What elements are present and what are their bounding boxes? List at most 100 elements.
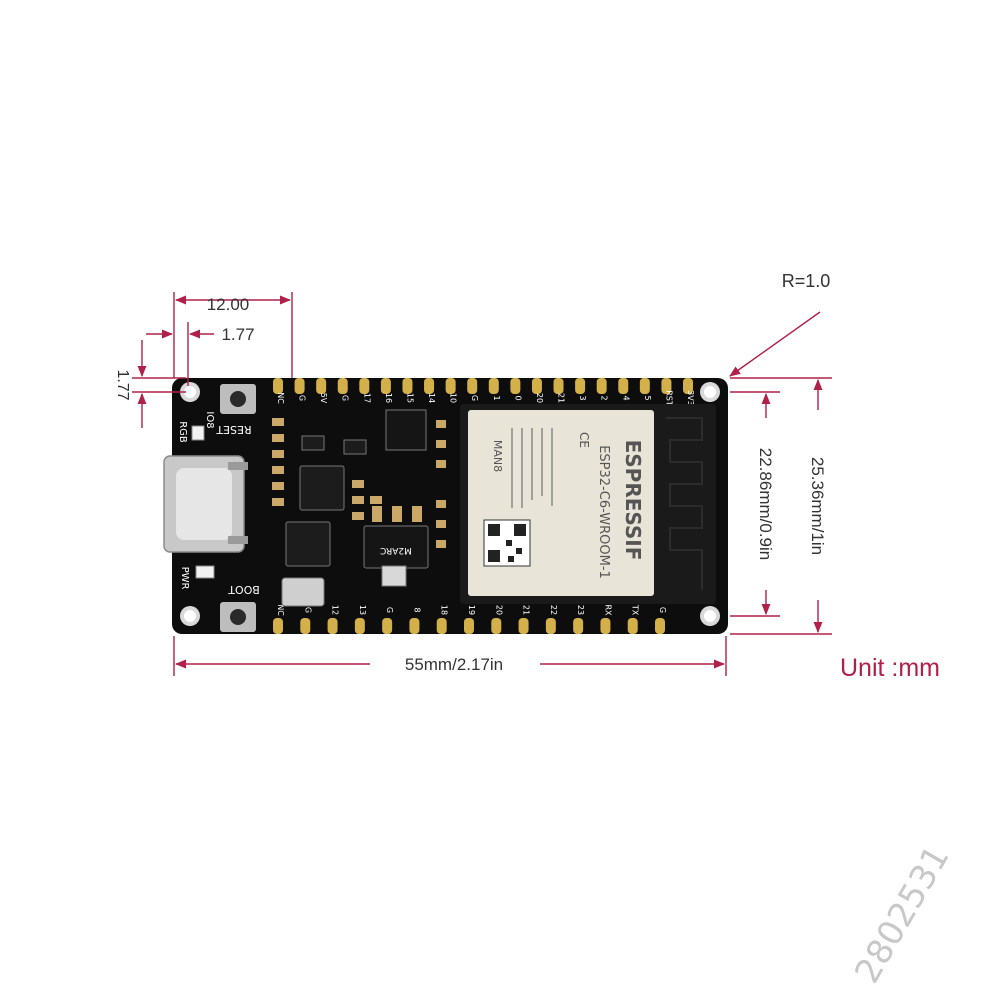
top-pad <box>596 378 607 394</box>
top-pad <box>683 378 693 394</box>
bottom-pin-label: G <box>658 607 667 613</box>
boot-button <box>220 602 256 632</box>
reset-label: RESET <box>216 423 252 436</box>
radius-label: R=1.0 <box>782 271 831 291</box>
top-pad <box>402 378 413 394</box>
esp32-module: ESPRESSIF ESP32-C6-WROOM-1 CE MAN8 <box>460 404 716 604</box>
top-pin-label: G <box>298 395 307 401</box>
bottom-pin-label: G <box>385 607 394 613</box>
top-pad <box>424 378 435 394</box>
pin-spacing-label: 22.86mm/0.9in <box>756 448 775 560</box>
passive-components <box>272 418 446 548</box>
top-pad <box>445 378 456 394</box>
bottom-pad <box>655 618 665 634</box>
bottom-pad <box>327 618 338 634</box>
top-pin-label: 4 <box>621 395 630 400</box>
unit-label: Unit :mm <box>840 654 940 682</box>
pwr-led <box>195 565 215 579</box>
bottom-pad <box>545 618 556 634</box>
rgb-label: RGB <box>177 421 188 443</box>
module-fine-print <box>511 428 553 508</box>
top-pin-label: G <box>470 395 479 401</box>
top-pad <box>639 378 650 394</box>
bottom-pad <box>600 618 611 634</box>
top-pad <box>510 378 521 394</box>
reset-button <box>220 384 256 414</box>
io8-label: IO8 <box>204 411 215 428</box>
regulator-marking: M2ARC <box>380 545 412 555</box>
top-pin-label: 16 <box>384 393 393 403</box>
top-pad <box>531 378 542 394</box>
dim-177-x-label: 1.77 <box>221 325 254 344</box>
top-pin-label: RST <box>664 390 673 406</box>
components <box>281 409 429 607</box>
top-pin-label: 20 <box>535 393 544 403</box>
top-pad <box>618 378 629 394</box>
top-pad <box>380 378 391 394</box>
top-pad <box>467 378 478 394</box>
top-pin-label: 15 <box>405 393 414 403</box>
bottom-pad <box>518 618 529 634</box>
bottom-pin-label: NC <box>276 604 285 616</box>
module-brand: ESPRESSIF <box>621 440 645 561</box>
dim-177-y-label: 1.77 <box>114 369 131 400</box>
top-pad <box>488 378 499 394</box>
bottom-pin-label: 12 <box>331 605 340 615</box>
usb-c-connector <box>163 455 248 553</box>
bottom-pad <box>464 618 474 634</box>
rgb-led <box>191 425 205 441</box>
top-header-pads <box>273 378 693 394</box>
top-pin-label: G <box>341 395 350 401</box>
top-pin-label: 10 <box>449 393 458 403</box>
top-pin-label: 5V <box>319 393 328 404</box>
top-pin-label: 1 <box>492 395 501 400</box>
top-pin-label: 2 <box>600 395 609 400</box>
board-length-label: 55mm/2.17in <box>405 655 503 674</box>
boot-label: BOOT <box>228 583 260 596</box>
module-antenna <box>666 417 703 590</box>
bottom-pad <box>491 618 502 634</box>
top-pin-label: NC <box>276 392 285 404</box>
dimension-annotations: 12.00 1.77 1.77 R=1.0 22.86mm/0.9in 25.3… <box>114 271 940 682</box>
bottom-pin-label: G <box>303 607 312 613</box>
top-pin-label: 3V3 <box>686 390 695 406</box>
top-pad <box>316 378 327 394</box>
top-pin-label: 14 <box>427 393 436 403</box>
top-pin-label: 17 <box>362 393 371 403</box>
top-pin-label: 21 <box>557 393 566 403</box>
bottom-pin-label: 23 <box>576 605 585 615</box>
top-pin-label: 5 <box>643 395 652 400</box>
bottom-pin-label: 22 <box>549 605 558 615</box>
bottom-pad <box>409 618 420 634</box>
bottom-pad <box>300 618 311 634</box>
bottom-pad <box>627 618 638 634</box>
bottom-pin-label: 21 <box>522 605 531 615</box>
bottom-pad <box>273 618 283 634</box>
top-pad <box>294 378 305 394</box>
bottom-pin-label: 19 <box>467 605 476 615</box>
module-code: MAN8 <box>491 440 504 472</box>
bottom-pin-label: 13 <box>358 605 367 615</box>
top-pad <box>359 378 370 394</box>
module-model: ESP32-C6-WROOM-1 <box>596 445 611 579</box>
bottom-pad <box>436 618 447 634</box>
bottom-pad <box>573 618 584 634</box>
bottom-pin-label: TX <box>631 604 640 616</box>
top-pad <box>553 378 564 394</box>
ce-mark: CE <box>577 432 591 448</box>
bottom-header-pads <box>273 618 665 634</box>
board-width-label: 25.36mm/1in <box>808 457 827 555</box>
top-pin-label: 0 <box>513 395 522 400</box>
bottom-pad <box>382 618 393 634</box>
top-pad <box>575 378 586 394</box>
bottom-pin-label: 20 <box>494 605 503 615</box>
top-pad <box>661 378 672 394</box>
bottom-pin-label: RX <box>603 604 612 616</box>
bottom-pad <box>354 618 365 634</box>
pwr-label: PWR <box>179 567 190 590</box>
bottom-pin-label: 8 <box>412 607 421 612</box>
